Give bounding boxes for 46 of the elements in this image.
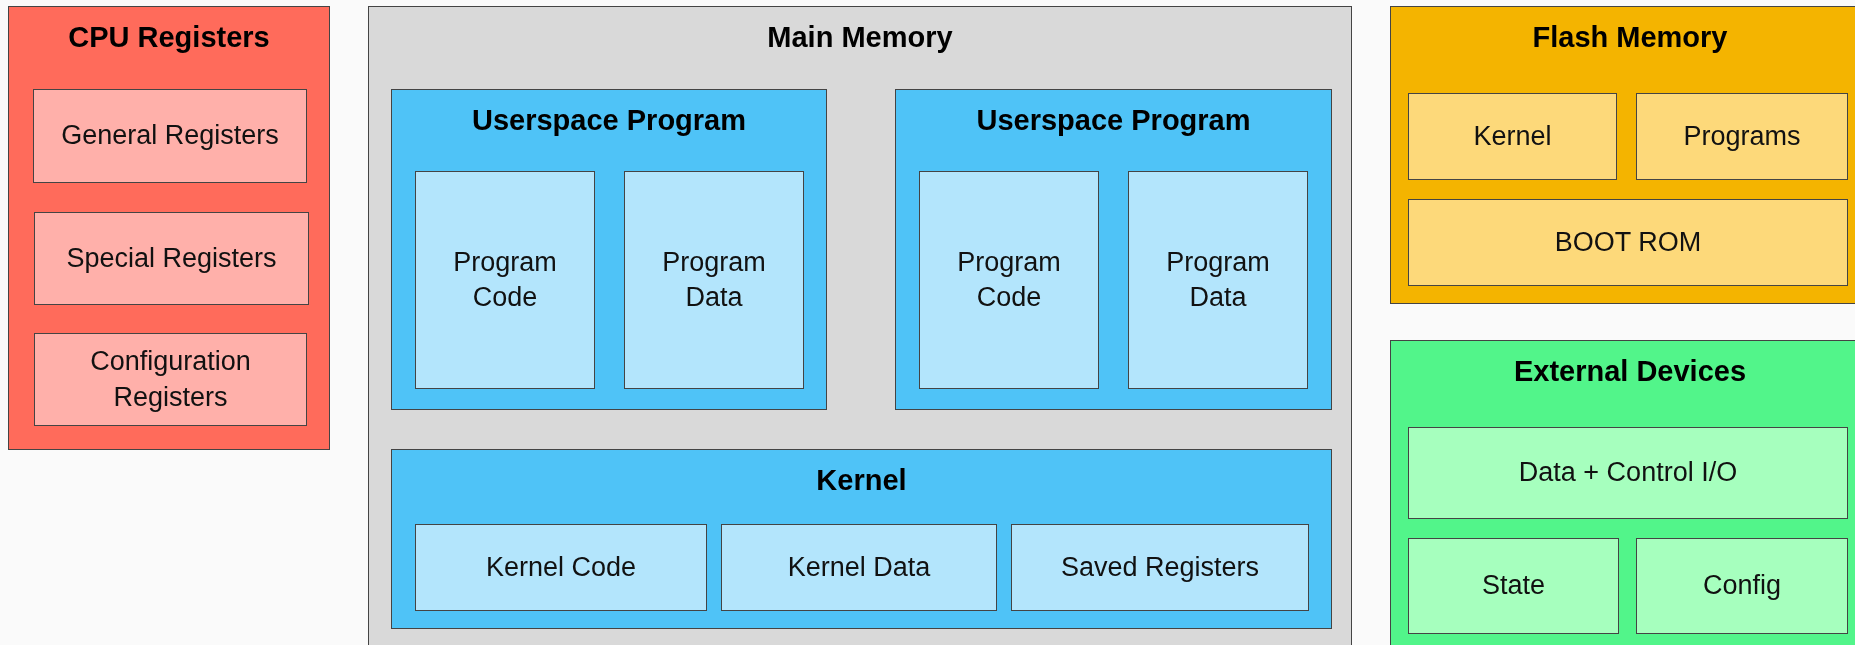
block-label: Saved Registers bbox=[1059, 550, 1261, 584]
memory-block bbox=[33, 89, 307, 183]
block-label: Kernel Data bbox=[786, 550, 932, 584]
block-label: Special Registers bbox=[65, 241, 278, 275]
block-label: Programs bbox=[1682, 119, 1802, 153]
memory-block bbox=[1408, 538, 1619, 634]
block-label: Data + Control I/O bbox=[1517, 456, 1739, 490]
group-panel bbox=[895, 89, 1332, 410]
panel-heading: Flash Memory bbox=[1531, 21, 1729, 54]
panel-heading: External Devices bbox=[1512, 355, 1748, 388]
block-label: Kernel Code bbox=[484, 550, 638, 584]
memory-block bbox=[721, 524, 997, 611]
memory-block bbox=[415, 171, 595, 389]
block-label: Program Data bbox=[661, 245, 767, 314]
memory-block bbox=[34, 333, 307, 426]
memory-block bbox=[1408, 199, 1848, 286]
block-label: Config bbox=[1701, 569, 1782, 603]
group-panel bbox=[368, 6, 1352, 645]
memory-block bbox=[415, 524, 707, 611]
block-label: Program Code bbox=[956, 245, 1062, 314]
memory-block bbox=[624, 171, 804, 389]
memory-block bbox=[34, 212, 309, 305]
memory-block bbox=[1636, 93, 1848, 180]
memory-block bbox=[1408, 427, 1848, 519]
memory-block bbox=[1636, 538, 1848, 634]
panel-heading: Kernel bbox=[815, 464, 908, 497]
block-label: State bbox=[1480, 569, 1546, 603]
memory-block bbox=[1408, 93, 1617, 180]
group-panel bbox=[391, 449, 1332, 629]
panel-heading: Userspace Program bbox=[975, 104, 1252, 137]
block-label: General Registers bbox=[60, 119, 280, 153]
memory-block bbox=[919, 171, 1099, 389]
block-label: Kernel bbox=[1472, 119, 1553, 153]
block-label: Program Code bbox=[452, 245, 558, 314]
memory-block bbox=[1128, 171, 1308, 389]
block-label: Configuration Registers bbox=[89, 345, 252, 414]
block-label: BOOT ROM bbox=[1553, 225, 1703, 259]
panel-heading: Userspace Program bbox=[471, 104, 747, 137]
panel-heading: Main Memory bbox=[766, 21, 954, 54]
group-panel bbox=[1390, 340, 1855, 645]
group-panel bbox=[8, 6, 330, 450]
memory-block bbox=[1011, 524, 1309, 611]
group-panel bbox=[391, 89, 827, 410]
block-label: Program Data bbox=[1165, 245, 1271, 314]
panel-heading: CPU Registers bbox=[67, 21, 271, 54]
group-panel bbox=[1390, 6, 1855, 304]
